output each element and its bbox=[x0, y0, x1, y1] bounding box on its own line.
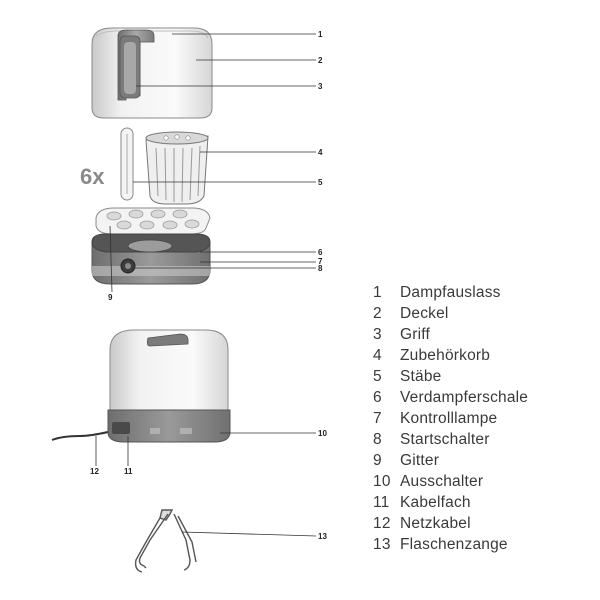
leader-lines bbox=[95, 33, 317, 537]
legend-label: Gitter bbox=[400, 452, 440, 469]
callout-10: 10 bbox=[318, 429, 327, 438]
legend-item: 13 Flaschenzange bbox=[360, 534, 528, 555]
callout-4: 4 bbox=[318, 148, 323, 157]
legend-item: 4 Zubehörkorb bbox=[360, 345, 528, 366]
legend-label: Flaschenzange bbox=[400, 536, 508, 553]
legend-item: 7 Kontrolllampe bbox=[360, 408, 528, 429]
legend-number: 13 bbox=[373, 536, 391, 553]
legend-label: Kontrolllampe bbox=[400, 410, 498, 427]
evaporator-base-illustration bbox=[91, 233, 211, 285]
legend-label: Griff bbox=[400, 326, 430, 343]
rod-illustration bbox=[120, 127, 134, 201]
parts-legend: 1 Dampfauslass 2 Deckel 3 Griff 4 Zubehörkor… bbox=[360, 282, 528, 555]
callout-13: 13 bbox=[318, 532, 327, 541]
legend-item: 8 Startschalter bbox=[360, 429, 528, 450]
legend-number: 6 bbox=[373, 389, 382, 406]
legend-number: 12 bbox=[373, 515, 391, 532]
callout-6: 6 bbox=[318, 248, 323, 257]
assembled-unit-illustration bbox=[51, 329, 231, 443]
legend-item: 10 Ausschalter bbox=[360, 471, 528, 492]
legend-item: 5 Stäbe bbox=[360, 366, 528, 387]
legend-item: 12 Netzkabel bbox=[360, 513, 528, 534]
legend-label: Ausschalter bbox=[400, 473, 484, 490]
callout-3: 3 bbox=[318, 82, 323, 91]
legend-label: Stäbe bbox=[400, 368, 442, 385]
legend-number: 7 bbox=[373, 410, 382, 427]
legend-number: 5 bbox=[373, 368, 382, 385]
legend-item: 1 Dampfauslass bbox=[360, 282, 528, 303]
legend-number: 3 bbox=[373, 326, 382, 343]
legend-number: 1 bbox=[373, 284, 382, 301]
grid-illustration bbox=[95, 207, 211, 235]
legend-item: 2 Deckel bbox=[360, 303, 528, 324]
legend-label: Startschalter bbox=[400, 431, 490, 448]
lid-illustration bbox=[91, 27, 213, 119]
legend-label: Verdampferschale bbox=[400, 389, 529, 406]
legend-item: 6 Verdampferschale bbox=[360, 387, 528, 408]
legend-number: 10 bbox=[373, 473, 391, 490]
quantity-label: 6x bbox=[80, 164, 105, 189]
callout-8: 8 bbox=[318, 264, 323, 273]
bottle-tongs-illustration bbox=[134, 509, 197, 573]
legend-label: Kabelfach bbox=[400, 494, 471, 511]
callout-1: 1 bbox=[318, 30, 323, 39]
callout-2: 2 bbox=[318, 56, 323, 65]
legend-label: Deckel bbox=[400, 305, 449, 322]
callout-11: 11 bbox=[124, 467, 133, 476]
accessory-basket-illustration bbox=[145, 131, 209, 205]
legend-item: 11 Kabelfach bbox=[360, 492, 528, 513]
legend-item: 9 Gitter bbox=[360, 450, 528, 471]
legend-label: Zubehörkorb bbox=[400, 347, 491, 364]
legend-number: 4 bbox=[373, 347, 382, 364]
callout-9: 9 bbox=[108, 293, 113, 302]
legend-number: 11 bbox=[373, 494, 390, 511]
legend-label: Netzkabel bbox=[400, 515, 471, 532]
legend-number: 9 bbox=[373, 452, 382, 469]
legend-label: Dampfauslass bbox=[400, 284, 501, 301]
callout-5: 5 bbox=[318, 178, 323, 187]
legend-item: 3 Griff bbox=[360, 324, 528, 345]
callout-7: 7 bbox=[318, 257, 323, 266]
legend-number: 2 bbox=[373, 305, 382, 322]
power-cord-shape bbox=[51, 431, 109, 441]
legend-number: 8 bbox=[373, 431, 382, 448]
callout-12: 12 bbox=[90, 467, 99, 476]
